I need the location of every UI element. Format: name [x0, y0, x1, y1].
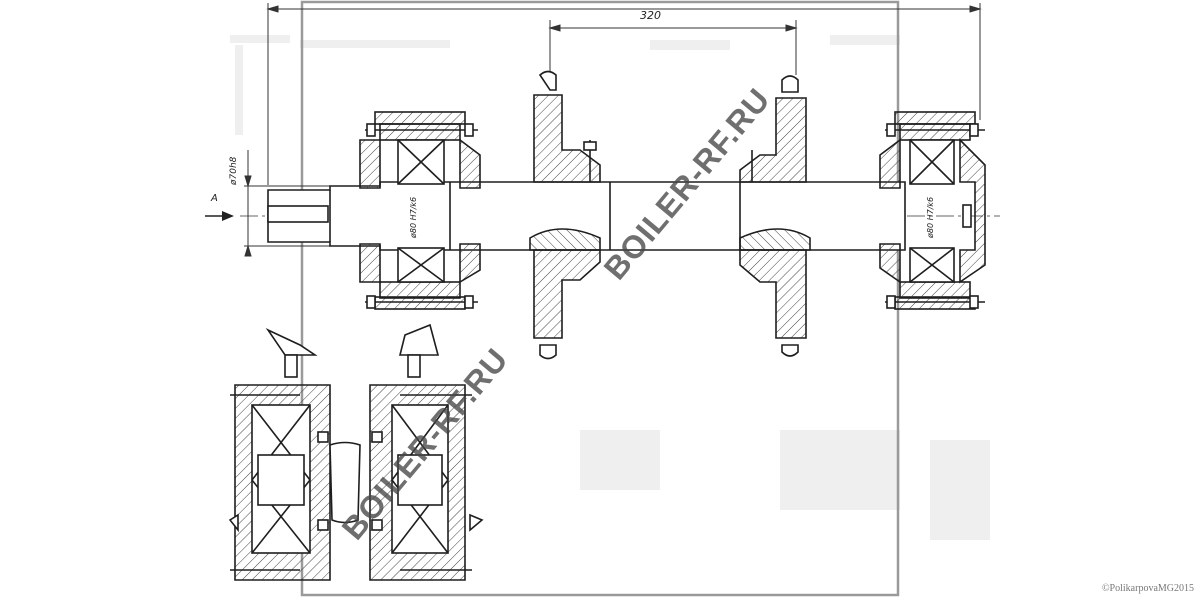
right-bearing-housing: [879, 111, 986, 310]
shaft-diameter-dimension: [244, 150, 330, 257]
shaft-end-diameter-label: ø70h8: [229, 156, 239, 185]
right-bearing-fit-label: ø80 H7/k6: [926, 196, 935, 238]
left-bearing-fit-label: ø80 H7/k6: [409, 196, 418, 238]
view-arrow-label: A: [211, 193, 218, 204]
center-distance-label: 320: [640, 9, 661, 22]
main-shaft: [267, 181, 906, 251]
overall-dimension-line: [266, 3, 982, 185]
lower-left-section: [228, 328, 331, 581]
right-sprocket: [739, 75, 811, 357]
lower-right-section: [329, 323, 484, 581]
background-ghost: [230, 35, 990, 540]
left-bearing-housing: [359, 111, 481, 310]
left-sprocket: [529, 70, 601, 360]
view-arrow-a: [205, 211, 234, 221]
copyright-text: ©PolikarpovaMG2015: [1101, 583, 1194, 594]
center-distance-dimension: [548, 20, 798, 75]
